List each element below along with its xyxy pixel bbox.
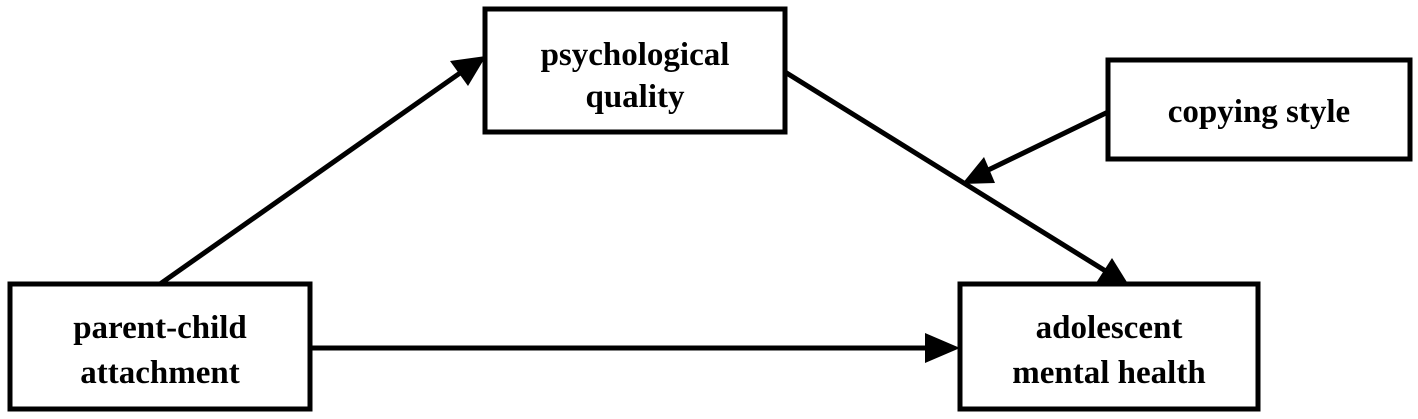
node-adolescent-mental-health: adolescent mental health (957, 281, 1261, 412)
arrowhead-attachment-to-mental-health (925, 333, 960, 363)
node-label-psychological-quality-line-2: quality (585, 79, 685, 115)
arrowhead-attachment-to-psych-quality (450, 56, 486, 86)
edge-psych-quality-to-mental-health (783, 69, 1114, 278)
node-copying-style: copying style (1105, 57, 1413, 162)
node-box-copying-style (1105, 57, 1413, 162)
node-parent-child-attachment: parent-child attachment (7, 281, 313, 412)
node-box-adolescent-mental-health (957, 281, 1261, 412)
node-label-copying-style: copying style (1168, 94, 1350, 130)
node-box-psychological-quality (482, 6, 788, 135)
edges (158, 56, 1130, 363)
node-label-parent-child-attachment-line-1: parent-child (73, 310, 247, 346)
node-psychological-quality: psychological quality (482, 6, 788, 135)
arrowhead-psych-quality-to-mental-health (1096, 258, 1130, 287)
node-label-adolescent-mental-health-line-2: mental health (1012, 355, 1205, 391)
node-label-psychological-quality-line-1: psychological (541, 37, 730, 73)
node-box-parent-child-attachment (7, 281, 313, 412)
node-label-adolescent-mental-health-line-1: adolescent (1036, 310, 1183, 346)
node-label-parent-child-attachment-line-2: attachment (80, 355, 239, 391)
arrowhead-copying-style-moderation (962, 157, 995, 184)
edge-attachment-to-psych-quality (158, 63, 472, 287)
edge-copying-style-moderation (978, 109, 1110, 177)
